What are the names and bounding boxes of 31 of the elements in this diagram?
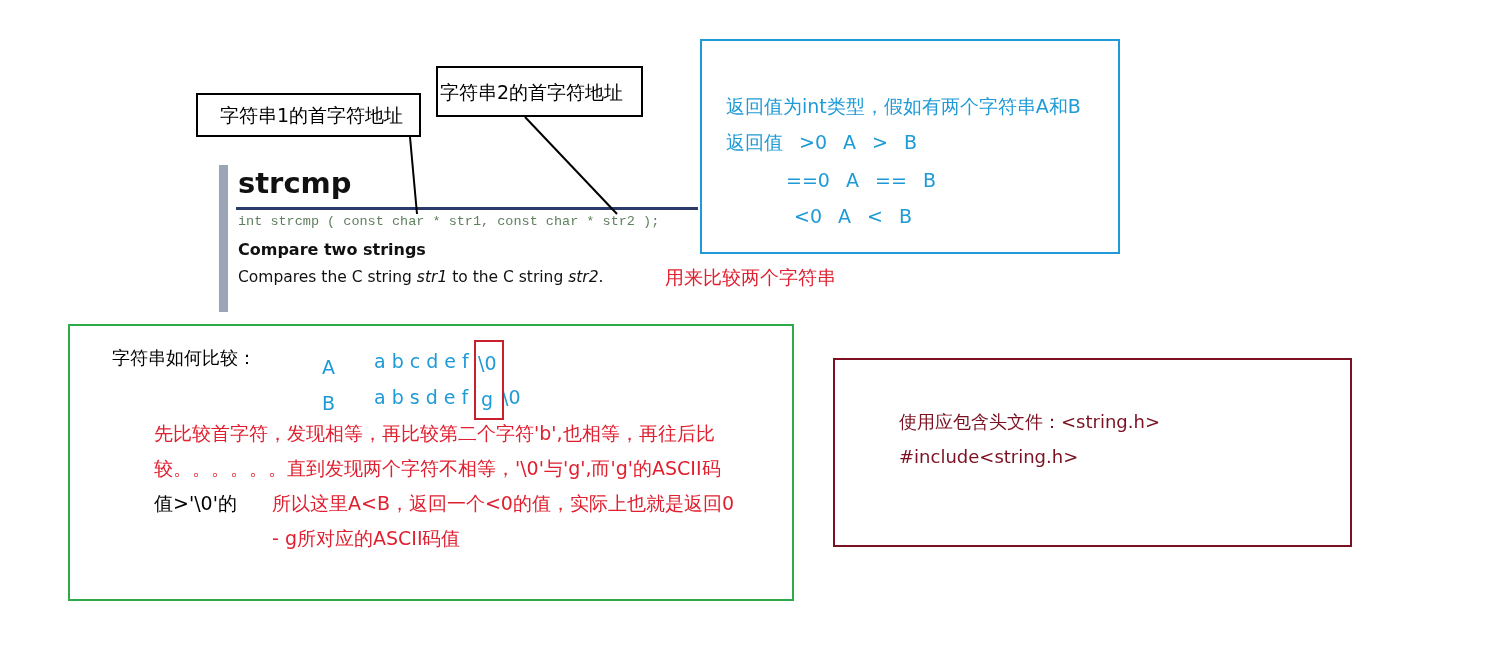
explanation-text: 值>'\0'的 — [154, 491, 237, 516]
callout-text: 字符串1的首字符地址 — [220, 103, 404, 128]
note-text: 返回值为int类型，假如有两个字符串A和B — [726, 94, 1081, 119]
leader-line — [524, 116, 618, 215]
leader-line — [409, 136, 418, 215]
callout-text: 字符串2的首字符地址 — [440, 80, 624, 105]
signature-text: int strcmp ( const char * str1, const char * str2 ); — [238, 214, 660, 229]
character-sequence: a b s d e f — [374, 386, 469, 408]
note-box — [700, 39, 1120, 254]
note-box — [833, 358, 1352, 547]
note-text: 使用应包含头文件：<string.h> — [899, 410, 1160, 434]
row-label: B — [322, 392, 336, 414]
note-text: ==0 A == B — [786, 169, 936, 191]
row-label: A — [322, 356, 335, 378]
example-box — [68, 324, 794, 601]
note-text: #include<string.h> — [899, 446, 1079, 467]
note-text: <0 A < B — [794, 205, 913, 227]
annotation-text: 用来比较两个字符串 — [665, 265, 836, 290]
explanation-text: 先比较首字符，发现相等，再比较第二个字符'b',也相等，再往后比较。。。。。。直到发现两个字符不相等，'\0'与'g',而'g'的ASCII码 — [154, 421, 722, 481]
description-text: Compares the C string str1 to the C string str2. — [238, 268, 604, 286]
callout-box — [436, 66, 643, 117]
function-title: strcmp — [238, 166, 352, 200]
section-heading: Compare two strings — [238, 240, 426, 259]
character-text: \0 — [478, 352, 497, 374]
character-sequence: a b c d e f — [374, 350, 469, 372]
note-text: 返回值 >0 A > B — [726, 130, 918, 155]
section-heading: 字符串如何比较： — [112, 346, 256, 370]
callout-box — [196, 93, 421, 137]
character-text: g — [481, 388, 494, 410]
highlight-box — [474, 340, 504, 420]
explanation-text: 所以这里A<B，返回一个<0的值，实际上也就是返回0 - g所对应的ASCII码值 — [272, 491, 736, 551]
